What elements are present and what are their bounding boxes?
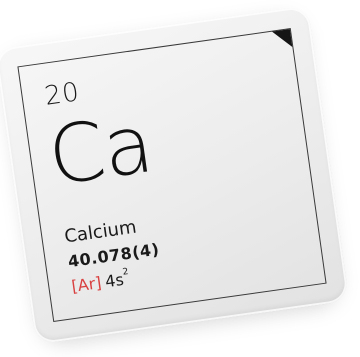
element-symbol: Ca bbox=[42, 97, 158, 204]
electron-configuration: [Ar]4s2 bbox=[70, 267, 130, 296]
element-tile: 20 Ca Calcium 40.078(4) [Ar]4s2 bbox=[0, 5, 350, 345]
corner-triangle-icon bbox=[272, 29, 293, 50]
orbital-label: 4s bbox=[103, 269, 125, 292]
core-configuration: [Ar] bbox=[70, 272, 103, 296]
orbital-electrons: 2 bbox=[121, 267, 130, 278]
tile-frame: 20 Ca Calcium 40.078(4) [Ar]4s2 bbox=[17, 28, 327, 322]
element-name: Calcium bbox=[63, 216, 138, 248]
